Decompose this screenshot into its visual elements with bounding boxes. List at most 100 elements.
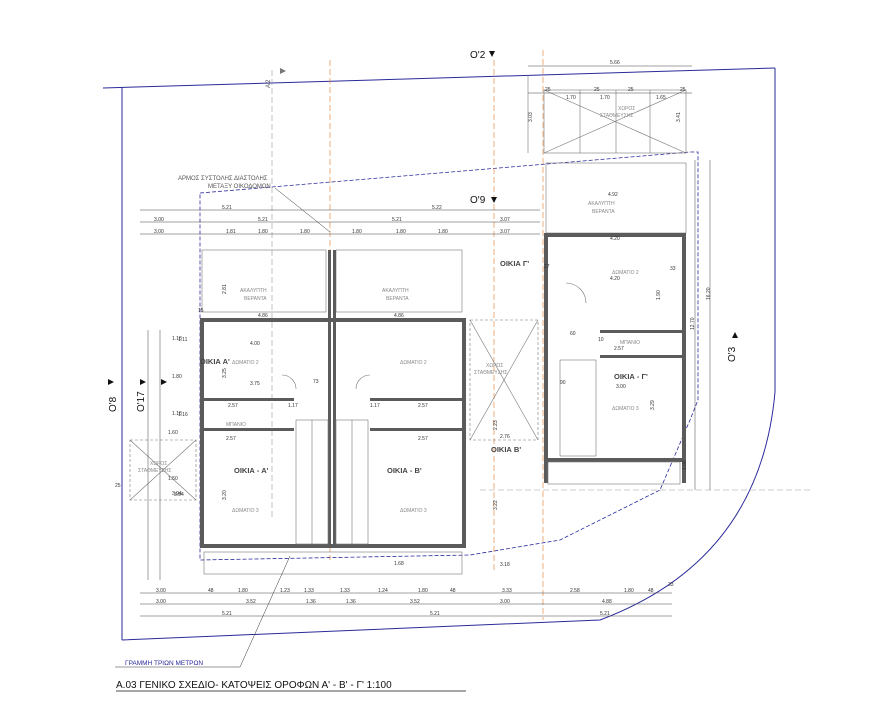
veranda-1-label-a: ΑΚΑΛΥΠΤΗ [240,288,267,294]
dim-misc-0: 15 [198,308,204,314]
a-bath-label: ΜΠΑΝΙΟ [226,422,246,428]
axis-o17-label: Ο'17 [136,391,147,412]
dim-misc-17: 1.16 [178,412,188,418]
dim-b-2: 2.57 [418,403,428,409]
dim-a-6: 2.57 [226,436,236,442]
axis-o9-label: Ο'9 [470,195,486,206]
dim-misc-15: 3.20 [222,490,228,500]
veranda-1-label-b: ΒΕΡΑΝΤΑ [244,296,267,302]
dim-a-2: 3.75 [250,381,260,387]
dim-bottom3-2: 5.21 [600,611,610,617]
parking-mid-label-1: ΧΩΡΟΣ [486,363,503,369]
veranda-2-label-b: ΒΕΡΑΝΤΑ [386,296,409,302]
dim-misc-10: 1.68 [394,561,404,567]
axis-o3-label: Ο'3 [727,346,738,362]
dim-top-row-2: 25 [594,87,600,93]
b-room3-label: ΔΩΜΑΤΙΟ 3 [400,508,427,514]
dim-misc-3: 33 [670,266,676,272]
dim-bottom1-10: 2.58 [570,588,580,594]
dim-right-total: 16.20 [706,287,712,300]
dim-top-row-4: 25 [628,87,634,93]
g-room3-label: ΔΩΜΑΤΙΟ 3 [612,406,639,412]
dim-left-3: 1.60 [168,430,178,436]
g-bath-label: ΜΠΑΝΙΟ [620,340,640,346]
middle-parking [469,319,539,441]
dim-bottom1-7: 1.80 [418,588,428,594]
dim-top-row-5: 1.65 [656,95,666,101]
house-b-outer-label: ΟΙΚΙΑ Β' [491,445,521,454]
dim-g-1: 2.57 [614,346,624,352]
dim-row2-0: 3.00 [154,217,164,223]
dim-bottom1-6: 1.24 [378,588,388,594]
dim-left-2: 1.18 [172,411,182,417]
house-a-label: ΟΙΚΙΑ - Α' [234,466,269,475]
dim-bottom3-1: 5.21 [430,611,440,617]
dim-b-3: 2.57 [418,436,428,442]
dim-misc-12: 3.94 [174,492,184,498]
dim-bottom1-13: 33 [668,582,674,588]
expansion-joint-note-2: ΜΕΤΑΞΥ ΟΙΚΟΔΟΜΩΝ [208,184,271,190]
dim-b-1: 1.17 [370,403,380,409]
dim-a-5: 73 [313,379,319,385]
dim-g-width: 4.92 [608,192,618,198]
dim-g-0: 4.20 [610,236,620,242]
drawing-title: Α.03 ΓΕΝΙΚΟ ΣΧΕΔΙΟ- ΚΑΤΟΨΕΙΣ ΟΡΟΦΩΝ Α' -… [116,680,392,691]
house-b-label: ΟΙΚΙΑ - Β' [387,466,422,475]
axis-markers [108,51,738,385]
dim-misc-20: 1.90 [656,290,662,300]
dim-bottom2-3: 1.36 [346,599,356,605]
veranda-2-label-a: ΑΚΑΛΥΠΤΗ [382,288,409,294]
house-g-walls [544,233,686,485]
dim-top-width: 5.66 [610,60,620,66]
property-boundary [102,67,776,641]
dim-misc-7: 3.18 [500,562,510,568]
dim-row3-7: 3.07 [500,229,510,235]
dim-bottom1-1: 48 [208,588,214,594]
dim-bottom1-12: 48 [648,588,654,594]
dim-misc-2: 27 [544,264,550,270]
dim-misc-11: 1.06 [682,460,688,470]
axis-o8-label: Ο'8 [108,396,119,412]
dim-row3-4: 1.80 [352,229,362,235]
parking-top-label-1: ΧΩΡΟΣ [618,106,635,112]
dim-top-left: 3.03 [528,112,534,122]
dim-bottom1-5: 1.33 [340,588,350,594]
leader-lines [115,187,331,668]
dim-row1-1: 5.22 [432,205,442,211]
dim-row3-2: 1.80 [258,229,268,235]
veranda-3-label-b: ΒΕΡΑΝΤΑ [592,209,615,215]
a-room3-label: ΔΩΜΑΤΙΟ 3 [232,508,259,514]
parking-mid-label-2: ΣΤΑΘΜΕΥΣΗΣ [474,370,508,376]
dim-misc-13: 2.81 [222,284,228,294]
dim-bottom1-3: 1.23 [280,588,290,594]
veranda-3-label-a: ΑΚΑΛΥΠΤΗ [588,201,615,207]
three-metre-line-note: ΓΡΑΜΜΗ ΤΡΙΩΝ ΜΕΤΡΩΝ [125,660,203,667]
dim-a-0: 4.86 [258,313,268,319]
dim-g-inner: 4.20 [610,276,620,282]
dim-a-1: 4.00 [250,341,260,347]
dim-misc-4: 90 [560,380,566,386]
parking-left-label-2: ΣΤΑΘΜΕΥΣΗΣ [138,468,172,474]
dim-misc-9: 2.76 [500,434,510,440]
dim-misc-6: 60 [570,331,576,337]
g-room2-label: ΔΩΜΑΤΙΟ 2 [612,270,639,276]
dim-misc-8: 3.22 [493,500,499,510]
dim-misc-18: 3.29 [650,400,656,410]
house-g-inner-label: ΟΙΚΙΑ - Γ' [614,372,648,381]
dim-bottom2-4: 3.52 [410,599,420,605]
dim-top-row-0: 25 [545,87,551,93]
dim-a-4: 1.17 [288,403,298,409]
dim-row1-0: 5.21 [222,205,232,211]
dim-top-row-1: 1.70 [566,95,576,101]
axis-a2-label: Α'2 [266,79,272,88]
left-parking [129,439,197,501]
dim-row3-0: 3.00 [154,229,164,235]
dim-bottom1-0: 3.00 [156,588,166,594]
dim-bottom1-2: 1.80 [238,588,248,594]
dim-bottom1-11: 1.80 [624,588,634,594]
dim-misc-14: 3.25 [222,368,228,378]
dim-right-1: 12.70 [690,317,696,330]
parking-top-label-2: ΣΤΑΘΜΕΥΣΗΣ [600,113,634,119]
dim-left-1: 1.80 [172,374,182,380]
dim-row3-5: 1.80 [396,229,406,235]
